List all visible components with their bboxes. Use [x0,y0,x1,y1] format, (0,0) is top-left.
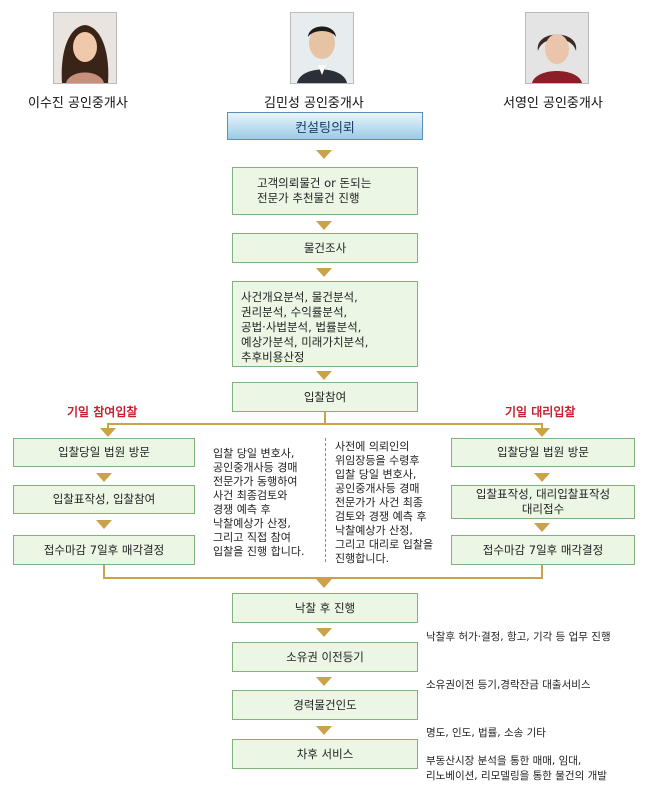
left-bid-form: 입찰표작성, 입찰참여 [13,485,195,514]
agent-name-3: 서영인 공인중개사 [503,96,603,111]
step-analysis: 사건개요분석, 물건분석, 권리분석, 수익률분석, 공법·사법분석, 법률분석… [232,281,418,367]
note-property-delivery: 명도, 인도, 법률, 소송 기타 [426,727,546,739]
note-proxy-bid: 사전에 의뢰인의 위임장등을 수령후 입찰 당일 변호사, 공인중개사등 경매 … [335,440,434,565]
connector [107,423,543,425]
arrow-down [96,473,112,482]
connector [107,423,109,429]
agent-photo-2 [290,12,354,84]
step-after-award: 낙찰 후 진행 [232,593,418,623]
right-court-visit: 입찰당일 법원 방문 [451,438,635,467]
right-bid-form: 입찰표작성, 대리입찰표작성 대리접수 [451,485,635,519]
label-direct-bid: 기일 참여입찰 [67,405,138,419]
arrow-down [534,523,550,532]
connector [541,423,543,429]
step-ownership-transfer: 소유권 이전등기 [232,642,418,672]
arrow-down [534,428,550,437]
left-sale-decision: 접수마감 7일후 매각결정 [13,535,195,565]
arrow-down [316,371,332,380]
step-bid-participation: 입찰참여 [232,382,418,412]
arrow-down [316,726,332,735]
connector [541,565,543,578]
note-after-award: 낙찰후 허가·결정, 항고, 기각 등 업무 진행 [426,631,611,643]
connector [103,577,543,579]
arrow-down [534,473,550,482]
agent-photo-3 [525,12,589,84]
notes-divider [325,438,326,562]
right-sale-decision: 접수마감 7일후 매각결정 [451,535,635,565]
arrow-down [316,150,332,159]
agent-photo-1 [53,12,117,84]
agent-name-2: 김민성 공인중개사 [264,96,364,111]
consulting-request-header: 컨설팅의뢰 [227,112,423,140]
agent-name-1: 이수진 공인중개사 [28,96,128,111]
arrow-down [316,221,332,230]
arrow-down [316,268,332,277]
arrow-down [100,428,116,437]
left-court-visit: 입찰당일 법원 방문 [13,438,195,467]
step-after-service: 차후 서비스 [232,739,418,769]
arrow-down [316,628,332,637]
note-direct-bid: 입찰 당일 변호사, 공인중개사등 경매 전문가가 동행하여 사건 최종검토와 … [213,447,305,558]
step-property-survey: 물건조사 [232,233,418,263]
note-ownership-transfer: 소유권이전 등기,경락잔금 대출서비스 [426,679,591,691]
step-property-delivery: 경력물건인도 [232,690,418,720]
arrow-down [316,579,332,588]
connector [103,565,105,578]
connector [324,412,326,424]
note-after-service: 부동산시장 분석을 통한 매매, 임대, 리노베이션, 리모델링을 통한 물건의… [426,755,607,782]
label-proxy-bid: 기일 대리입찰 [505,405,576,419]
arrow-down [96,520,112,529]
step-client-request: 고객의뢰물건 or 돈되는 전문가 추천물건 진행 [232,167,418,215]
arrow-down [316,677,332,686]
